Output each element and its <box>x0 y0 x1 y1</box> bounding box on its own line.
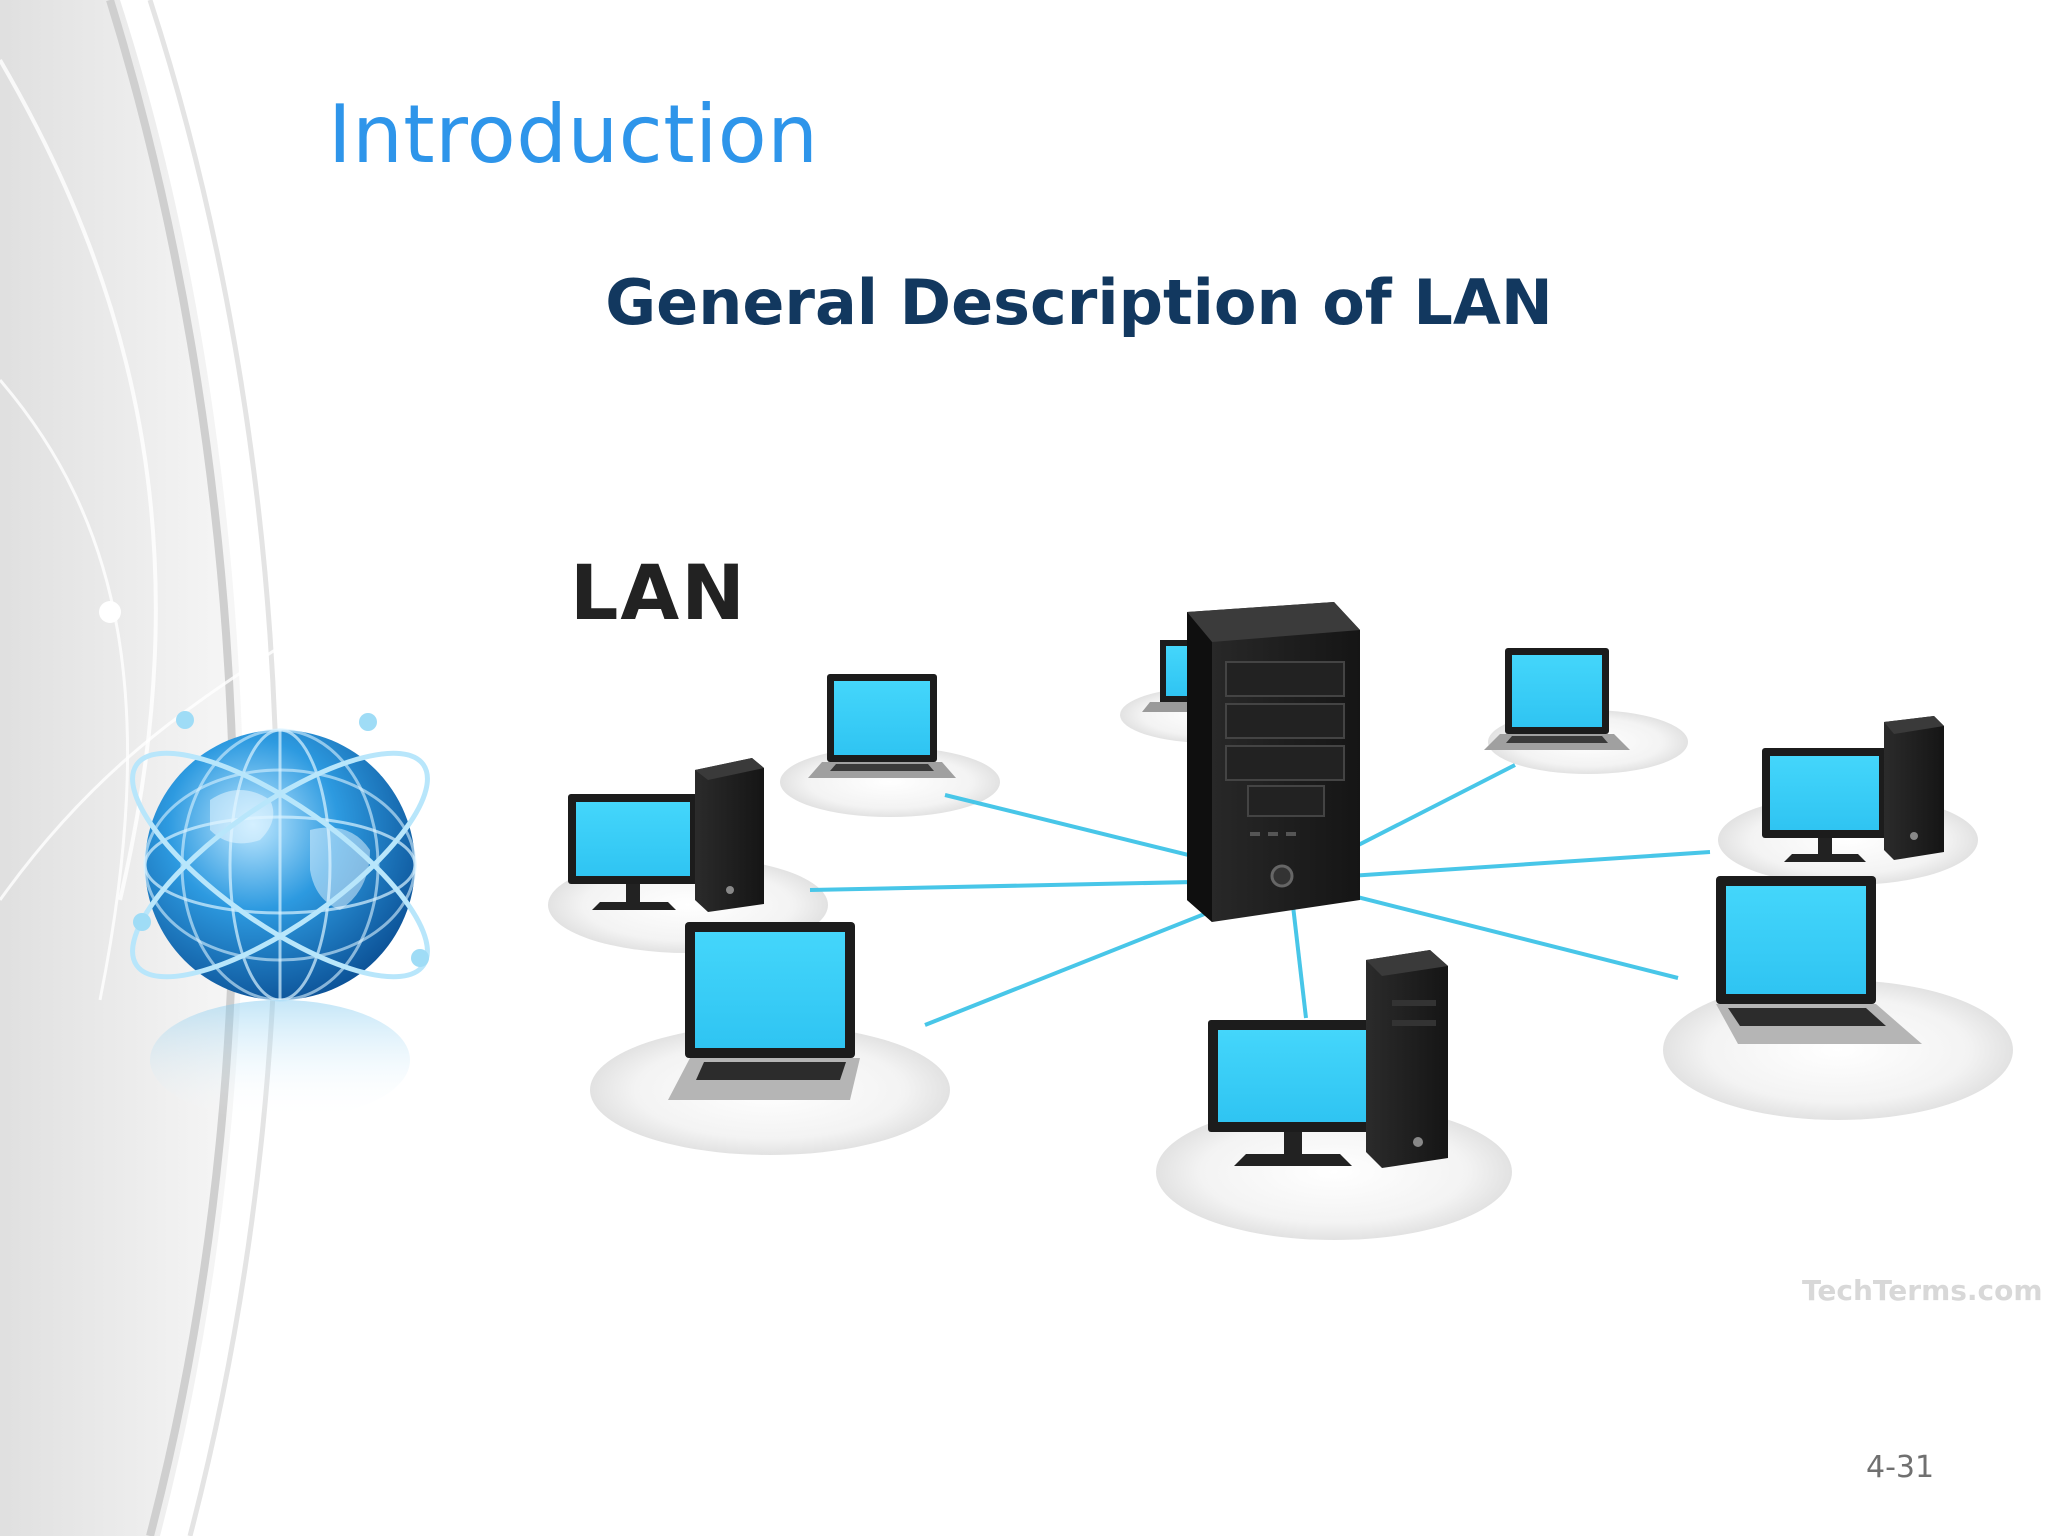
laptop-icon <box>668 922 860 1100</box>
lan-label: LAN <box>570 548 747 637</box>
techterms-watermark: TechTerms.com <box>1802 1274 2043 1307</box>
laptop-icon <box>1484 648 1630 750</box>
server-tower-icon <box>1187 602 1360 922</box>
laptop-icon <box>1716 876 1922 1044</box>
slide-title: Introduction <box>328 88 819 181</box>
slide-subtitle: General Description of LAN <box>605 266 1553 339</box>
desktop-computer-icon <box>1762 716 1944 862</box>
laptop-icon <box>808 674 956 778</box>
page-number: 4-31 <box>1866 1450 1935 1485</box>
desktop-computer-icon <box>1208 950 1448 1168</box>
desktop-computer-icon <box>568 758 764 912</box>
globe-icon <box>130 711 430 1120</box>
